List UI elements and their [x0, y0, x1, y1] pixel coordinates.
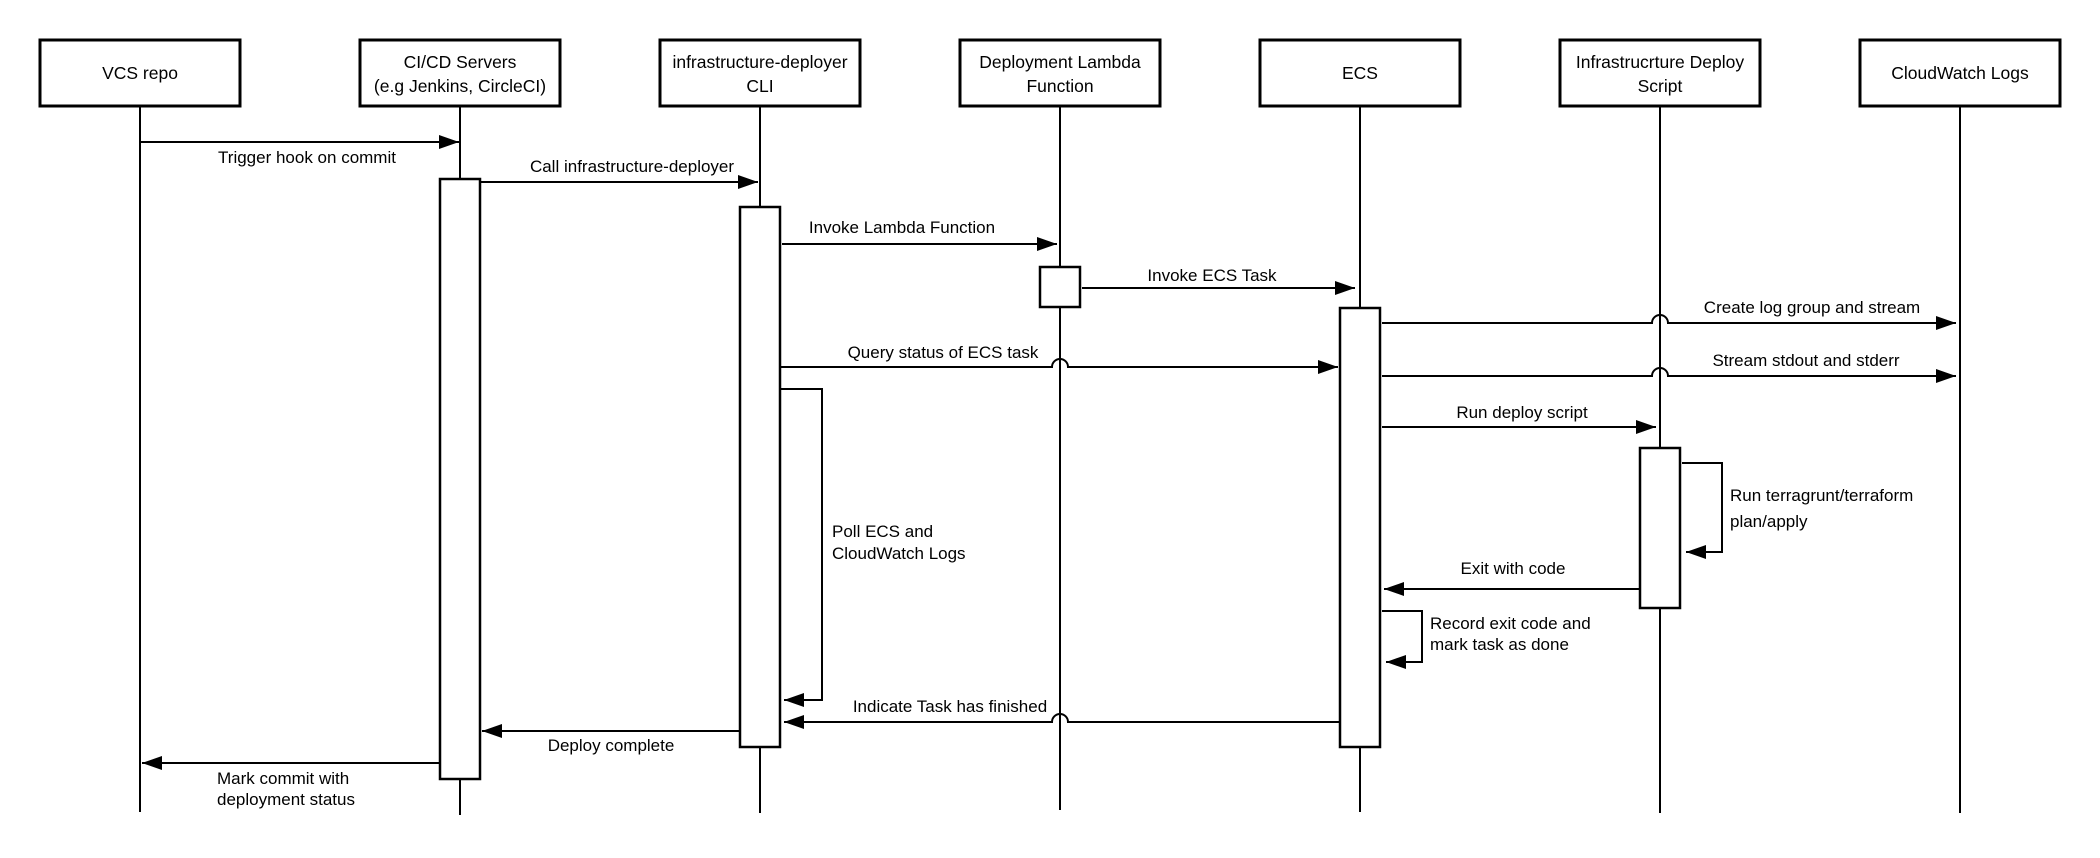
- arrow-stream-stdout: [1382, 367, 1956, 383]
- actor-box-ecs: [1258, 38, 1462, 108]
- label-invoke-ecs: Invoke ECS Task: [1147, 266, 1277, 285]
- label-deploy-complete: Deploy complete: [548, 736, 675, 755]
- arrow-query-status: [780, 358, 1338, 374]
- actor-label-lambda-line2: Function: [1026, 76, 1093, 96]
- label-call-deployer: Call infrastructure-deployer: [530, 157, 734, 176]
- poll-loop-line: [780, 388, 823, 707]
- actor-box-cli: [658, 38, 862, 108]
- actor-vcs: VCS repo: [38, 38, 242, 108]
- label-create-log: Create log group and stream: [1704, 298, 1920, 317]
- actor-script: Infrastrucrture Deploy Script: [1558, 38, 1762, 108]
- terragrunt-self-call-line: [1682, 462, 1723, 559]
- label-mark-commit-line1: Mark commit with: [217, 769, 349, 788]
- label-poll-line2: CloudWatch Logs: [832, 544, 966, 563]
- activation-lambda: [1038, 265, 1082, 309]
- actor-box-cloudwatch: [1858, 38, 2062, 108]
- actor-box-script: [1558, 38, 1762, 108]
- actor-label-cicd-line2: (e.g Jenkins, CircleCI): [374, 76, 546, 96]
- actor-label-script-line1: Infrastrucrture Deploy: [1576, 52, 1745, 72]
- label-poll-line1: Poll ECS and: [832, 522, 933, 541]
- label-indicate-finish: Indicate Task has finished: [853, 697, 1047, 716]
- activation-cicd: [438, 177, 482, 781]
- label-record-exit-line1: Record exit code and: [1430, 614, 1591, 633]
- label-invoke-lambda: Invoke Lambda Function: [809, 218, 995, 237]
- actor-cloudwatch: CloudWatch Logs: [1858, 38, 2062, 108]
- actor-label-cli-line2: CLI: [746, 76, 773, 96]
- actor-label-cloudwatch: CloudWatch Logs: [1891, 63, 2029, 83]
- actor-label-script-line2: Script: [1638, 76, 1683, 96]
- actor-cicd: CI/CD Servers (e.g Jenkins, CircleCI): [358, 38, 562, 108]
- label-run-deploy: Run deploy script: [1456, 403, 1588, 422]
- actor-box-cicd: [358, 38, 562, 108]
- label-terragrunt-line2: plan/apply: [1730, 512, 1808, 531]
- actor-label-cicd-line1: CI/CD Servers: [404, 52, 517, 72]
- activation-ecs: [1338, 306, 1382, 749]
- label-stream-stdout: Stream stdout and stderr: [1712, 351, 1899, 370]
- actor-box-vcs: [38, 38, 242, 108]
- label-terragrunt-line1: Run terragrunt/terraform: [1730, 486, 1913, 505]
- actor-label-lambda-line1: Deployment Lambda: [979, 52, 1141, 72]
- label-mark-commit-line2: deployment status: [217, 790, 355, 809]
- arrow-create-log: [1382, 314, 1956, 330]
- activation-script: [1638, 446, 1682, 610]
- actor-box-lambda: [958, 38, 1162, 108]
- label-trigger-hook: Trigger hook on commit: [218, 148, 396, 167]
- actor-ecs: ECS: [1258, 38, 1462, 108]
- actor-cli: infrastructure-deployer CLI: [658, 38, 862, 108]
- label-query-status: Query status of ECS task: [848, 343, 1039, 362]
- label-record-exit-line2: mark task as done: [1430, 635, 1569, 654]
- actor-label-cli-line1: infrastructure-deployer: [672, 52, 847, 72]
- arrow-indicate-finish: [784, 713, 1340, 729]
- actor-lambda: Deployment Lambda Function: [958, 38, 1162, 108]
- record-exit-self-call-line: [1382, 610, 1423, 669]
- actor-label-vcs: VCS repo: [102, 63, 178, 83]
- label-exit-code: Exit with code: [1461, 559, 1566, 578]
- actor-label-ecs: ECS: [1342, 63, 1378, 83]
- activation-cli: [738, 205, 782, 749]
